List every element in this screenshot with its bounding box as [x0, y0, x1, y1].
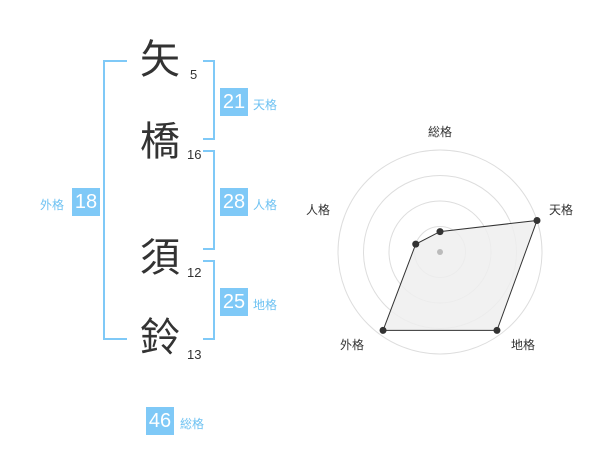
- radar-axis-label-gaikaku: 外格: [340, 338, 365, 352]
- radar-point-1: [533, 216, 541, 224]
- gaikaku-value: 18: [72, 188, 100, 216]
- name-char-2: 橋: [140, 119, 180, 165]
- name-char-1: 矢: [140, 37, 180, 83]
- jinkaku-value: 28: [220, 188, 248, 216]
- radar-point-0: [436, 228, 444, 236]
- stroke-count-4: 13: [187, 347, 202, 362]
- radar-axis-label-tenkaku: 天格: [549, 203, 574, 217]
- soukaku-label: 総格: [180, 417, 205, 431]
- stroke-count-2: 16: [187, 147, 202, 162]
- tenkaku-value: 21: [220, 88, 248, 116]
- name-char-4: 鈴: [140, 315, 180, 361]
- gaikaku-bracket: [103, 60, 127, 340]
- tenkaku-bracket: [203, 60, 215, 140]
- radar-axis-label-chikaku: 地格: [511, 338, 536, 352]
- radar-point-4: [412, 240, 420, 248]
- radar-ring: [337, 149, 543, 355]
- tenkaku-label: 天格: [253, 98, 278, 112]
- radar-polygon: [382, 219, 538, 331]
- chikaku-value: 25: [220, 288, 248, 316]
- radar-axis-label-jinkaku: 人格: [306, 203, 331, 217]
- stroke-count-1: 5: [190, 67, 198, 82]
- stroke-count-3: 12: [187, 265, 202, 280]
- radar-point-3: [379, 326, 387, 334]
- radar-axis-label-soukaku: 総格: [428, 125, 453, 139]
- radar-center-dot: [437, 249, 443, 255]
- chikaku-bracket: [203, 260, 215, 340]
- radar-point-2: [493, 326, 501, 334]
- chikaku-label: 地格: [253, 298, 278, 312]
- gaikaku-label: 外格: [40, 198, 65, 212]
- soukaku-value: 46: [146, 407, 174, 435]
- jinkaku-label: 人格: [253, 198, 278, 212]
- name-char-3: 須: [140, 235, 180, 281]
- radar-chart: [337, 149, 543, 355]
- jinkaku-bracket: [203, 150, 215, 250]
